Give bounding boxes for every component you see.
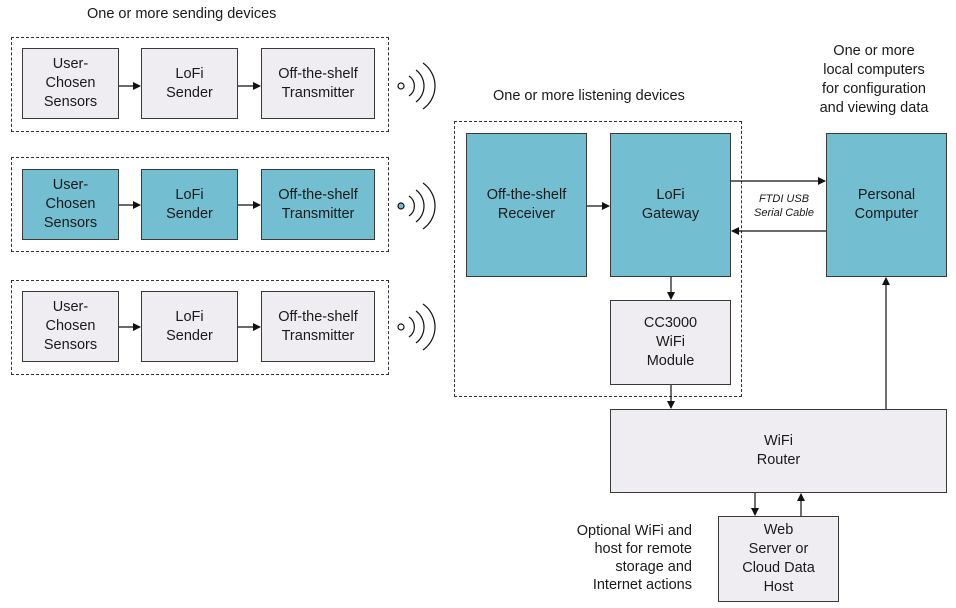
sending-devices-title: One or more sending devices bbox=[87, 6, 277, 22]
lofi-sender-box-2: LoFi Sender bbox=[141, 169, 238, 240]
listening-devices-title: One or more listening devices bbox=[493, 88, 685, 104]
optional-wifi-label: Optional WiFi and host for remote storag… bbox=[576, 523, 692, 593]
wireless-icon-3 bbox=[397, 303, 436, 351]
wifi-router-box: WiFi Router bbox=[610, 409, 947, 493]
ftdi-cable-label: FTDI USB Serial Cable bbox=[754, 193, 814, 219]
local-computers-label: One or more local computers for configur… bbox=[819, 43, 929, 116]
user-sensors-box-1: User- Chosen Sensors bbox=[22, 48, 119, 119]
lofi-sender-box-3: LoFi Sender bbox=[141, 291, 238, 362]
receiver-box: Off-the-shelf Receiver bbox=[466, 133, 587, 277]
user-sensors-box-2: User- Chosen Sensors bbox=[22, 169, 119, 240]
wifi-module-box: CC3000 WiFi Module bbox=[610, 300, 731, 385]
transmitter-box-1: Off-the-shelf Transmitter bbox=[261, 48, 375, 119]
transmitter-box-2: Off-the-shelf Transmitter bbox=[261, 169, 375, 240]
personal-computer-box: Personal Computer bbox=[826, 133, 947, 277]
web-server-box: Web Server or Cloud Data Host bbox=[718, 516, 839, 602]
sending-device-group-3 bbox=[11, 280, 389, 375]
wireless-icon-1 bbox=[397, 62, 436, 110]
sending-device-group-1 bbox=[11, 37, 389, 132]
listening-device-group bbox=[454, 121, 742, 397]
sending-device-group-2 bbox=[11, 157, 389, 252]
user-sensors-box-3: User- Chosen Sensors bbox=[22, 291, 119, 362]
wireless-icon-2 bbox=[397, 182, 436, 230]
lofi-gateway-box: LoFi Gateway bbox=[610, 133, 731, 277]
lofi-sender-box-1: LoFi Sender bbox=[141, 48, 238, 119]
transmitter-box-3: Off-the-shelf Transmitter bbox=[261, 291, 375, 362]
